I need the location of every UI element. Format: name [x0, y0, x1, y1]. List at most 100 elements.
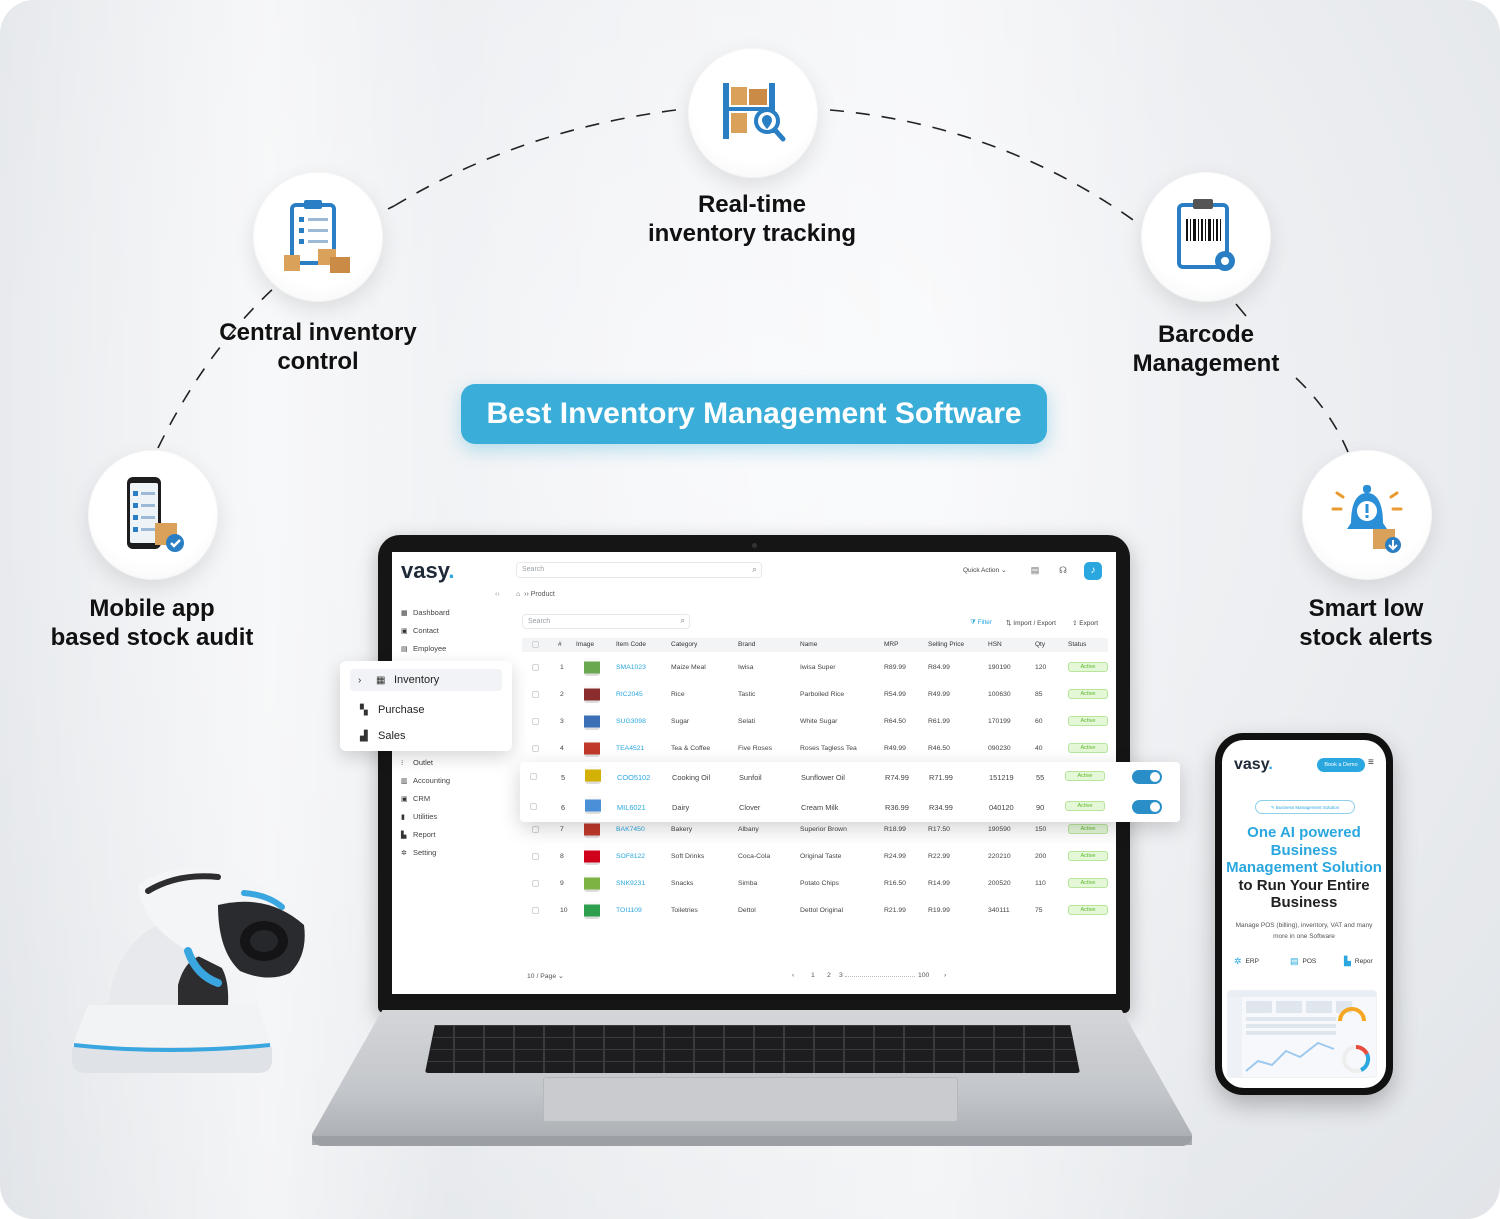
feature-mobile-badge	[88, 450, 218, 580]
cell-code[interactable]: BAK7450	[616, 826, 645, 833]
row-checkbox[interactable]	[532, 826, 539, 833]
page-2-button[interactable]: 2	[827, 972, 831, 979]
next-page-button[interactable]: ›	[944, 972, 947, 979]
hamburger-menu-icon[interactable]: ≡	[1368, 757, 1374, 768]
column-header[interactable]: Item Code	[616, 641, 646, 648]
export-button[interactable]: ⇪ Export	[1072, 620, 1099, 627]
headset-icon[interactable]: ☊	[1059, 565, 1067, 575]
sidebar-item-employee[interactable]: ▤Employee	[401, 644, 446, 653]
cell-price: R61.99	[928, 718, 950, 725]
column-header[interactable]: HSN	[988, 641, 1002, 648]
column-header[interactable]: Image	[576, 641, 595, 648]
row-checkbox[interactable]	[530, 773, 537, 780]
sidebar-item-crm[interactable]: ▣CRM	[401, 794, 430, 803]
row-active-toggle[interactable]	[1132, 800, 1162, 814]
page-last-button[interactable]: 100	[918, 972, 930, 979]
cell-code[interactable]: SNK9231	[616, 880, 646, 887]
column-header[interactable]: Status	[1068, 641, 1087, 648]
product-image	[584, 739, 600, 757]
status-badge: Active	[1068, 824, 1108, 834]
laptop-base-front	[312, 1136, 1192, 1146]
column-header[interactable]: Qty	[1035, 641, 1046, 648]
clipboard-boxes-icon	[284, 200, 350, 273]
collapse-sidebar-icon[interactable]: ‹›	[495, 591, 500, 598]
cell-code[interactable]: RIC2045	[616, 691, 643, 698]
cell-price: R71.99	[929, 773, 953, 782]
phone-tag-pill: ✎ Business Management Solution	[1255, 800, 1355, 814]
cell-code[interactable]: SUG3098	[616, 718, 646, 725]
cell-qty: 60	[1035, 718, 1043, 725]
row-checkbox[interactable]	[532, 745, 539, 752]
column-header[interactable]: #	[558, 641, 562, 648]
row-checkbox[interactable]	[532, 907, 539, 914]
column-header[interactable]: Selling Price	[928, 641, 965, 648]
sidebar-item-accounting[interactable]: ▥Accounting	[401, 776, 450, 785]
cell-hsn: 100630	[988, 691, 1011, 698]
submenu-item-purchase[interactable]: ▚Purchase	[360, 704, 424, 716]
column-header[interactable]: Brand	[738, 641, 756, 648]
cell-code[interactable]: SMA1023	[616, 664, 646, 671]
row-checkbox[interactable]	[532, 853, 539, 860]
cell-category: Snacks	[671, 880, 694, 887]
cell-code[interactable]: MIL6021	[617, 803, 646, 812]
sidebar-item-report[interactable]: ▙Report	[401, 830, 436, 839]
per-page-select[interactable]: 10 / Page ⌄	[527, 973, 564, 980]
cell-code[interactable]: TEA4521	[616, 745, 645, 752]
laptop-keyboard	[425, 1025, 1080, 1073]
row-checkbox[interactable]	[532, 664, 539, 671]
tab-report[interactable]: ▙Repor	[1344, 956, 1373, 966]
home-icon[interactable]: ⌂	[516, 591, 521, 598]
column-header[interactable]: Category	[671, 641, 698, 648]
row-checkbox[interactable]	[532, 691, 539, 698]
cell-code[interactable]: SOF8122	[616, 853, 646, 860]
sidebar-item-dashboard[interactable]: ▦Dashboard	[401, 608, 450, 617]
outlet-icon[interactable]: ▤	[1030, 565, 1040, 575]
prev-page-button[interactable]: ‹	[792, 972, 795, 979]
row-checkbox[interactable]	[532, 880, 539, 887]
quick-action-dropdown[interactable]: Quick Action ⌄	[963, 567, 1007, 574]
sidebar-item-utilities[interactable]: ▮Utilities	[401, 812, 437, 821]
gear-icon: ✲	[1234, 956, 1242, 966]
chevron-right-icon: ›	[358, 674, 362, 686]
pos-icon: ▤	[1290, 956, 1299, 966]
top-search-input[interactable]: Search ⌕	[516, 562, 762, 578]
column-header[interactable]: Name	[800, 641, 818, 648]
column-header[interactable]: MRP	[884, 641, 899, 648]
submenu-item-inventory[interactable]: ›▦Inventory	[358, 674, 439, 686]
cell-brand: Sunfoil	[739, 773, 762, 782]
sidebar-item-contact[interactable]: ▣Contact	[401, 626, 439, 635]
row-checkbox[interactable]	[530, 803, 537, 810]
tab-erp[interactable]: ✲ERP	[1234, 956, 1259, 966]
select-all-checkbox[interactable]	[532, 641, 539, 648]
tab-pos[interactable]: ▤POS	[1290, 956, 1317, 966]
cell-code[interactable]: TOI1109	[616, 907, 642, 914]
page-1-button[interactable]: 1	[811, 972, 815, 979]
sidebar-item-setting[interactable]: ✲Setting	[401, 848, 436, 857]
app-logo[interactable]: vasy.	[401, 558, 455, 583]
submenu-item-sales[interactable]: ▟Sales	[360, 730, 406, 742]
cell-code[interactable]: COO5102	[617, 773, 651, 782]
import-export-button[interactable]: ⇅ Import / Export	[1006, 620, 1056, 627]
page-3-button[interactable]: 3	[839, 972, 843, 979]
notification-bell-icon[interactable]: ♪	[1084, 562, 1102, 580]
phone-logo[interactable]: vasy.	[1234, 756, 1273, 773]
filter-button[interactable]: ⧩ Filter	[970, 619, 993, 626]
book-demo-button[interactable]: Book a Demo	[1317, 758, 1365, 772]
product-image	[584, 847, 600, 865]
barcode-scanner-illustration	[72, 867, 307, 1073]
row-checkbox[interactable]	[532, 718, 539, 725]
row-active-toggle[interactable]	[1132, 770, 1162, 784]
product-search-input[interactable]: Search ⌕	[522, 614, 690, 629]
sidebar-item-outlet[interactable]: ⁝Outlet	[401, 758, 433, 767]
